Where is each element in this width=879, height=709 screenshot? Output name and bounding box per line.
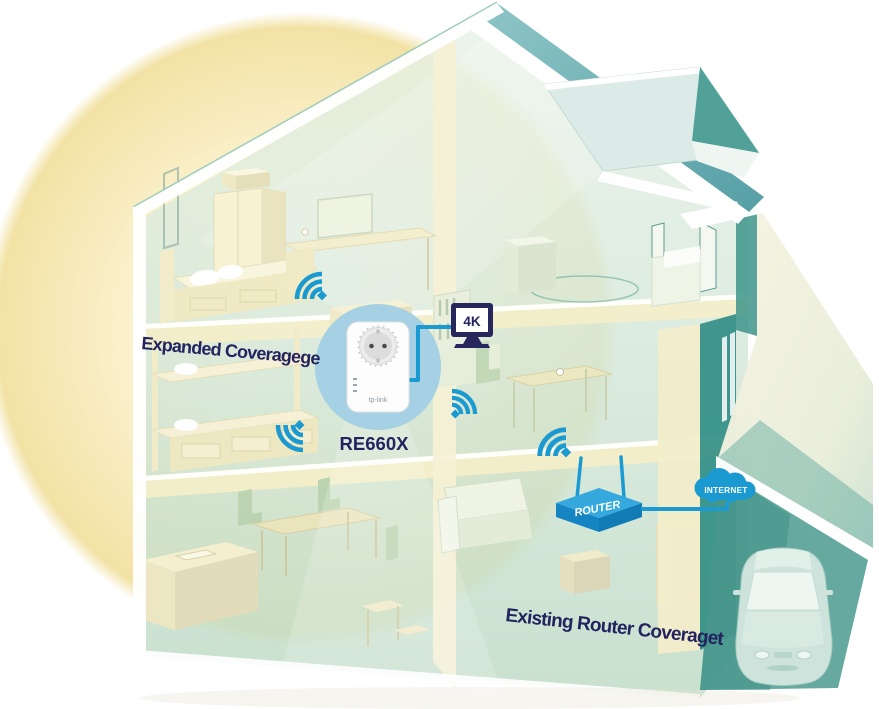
car <box>733 547 833 686</box>
router-antennas <box>575 455 626 500</box>
dormer-gable <box>692 67 759 153</box>
ground-shadow <box>140 687 800 709</box>
sink <box>174 549 218 561</box>
sofa-arm <box>437 495 461 554</box>
internet-line <box>641 502 729 511</box>
tp-link-logo: tp-link <box>369 397 388 404</box>
pillow <box>174 363 198 375</box>
kitchen-dining-furniture <box>143 477 430 646</box>
desk <box>282 227 438 253</box>
stool <box>394 625 430 635</box>
tv-4k-badge: 4K <box>463 314 481 329</box>
car-headlight <box>754 650 770 660</box>
ethernet-cable <box>409 325 452 382</box>
armchair-back <box>651 222 665 261</box>
status-leds <box>353 378 357 392</box>
router-front-left <box>556 503 599 532</box>
sofa-seat <box>452 510 532 549</box>
coffee-table <box>560 550 610 562</box>
car-mirror <box>825 590 833 595</box>
left-wall-edge <box>133 206 146 658</box>
dining-chairs <box>238 477 398 561</box>
house-base <box>138 650 700 704</box>
router-front-right <box>599 503 642 532</box>
bed-base <box>174 268 316 322</box>
dormer <box>543 66 760 212</box>
extender-model-label: RE660X <box>340 433 410 454</box>
tv-stand <box>454 344 490 348</box>
carport-fascia <box>716 456 873 562</box>
extender-beam <box>282 420 505 700</box>
socket-hole <box>382 343 387 349</box>
desk-monitor <box>317 193 373 239</box>
stool <box>362 600 404 612</box>
bedroom-furniture <box>160 166 438 324</box>
bed-headboard <box>160 248 174 324</box>
car-mirror <box>733 590 741 595</box>
cup <box>301 228 309 236</box>
pillow <box>174 419 198 431</box>
side-table <box>504 236 556 246</box>
cup <box>556 368 564 376</box>
router-device: ROUTER <box>556 455 642 532</box>
range-extender-device: tp-link <box>346 321 410 413</box>
car-grille <box>774 652 792 658</box>
car-headlight <box>796 650 812 660</box>
attic-right-furniture <box>504 221 717 307</box>
bunk-post <box>152 338 158 472</box>
car-hood <box>742 612 824 648</box>
internet-label: INTERNET <box>704 486 747 495</box>
pillow <box>190 269 220 287</box>
pillow <box>217 264 243 280</box>
storage-box <box>222 168 270 176</box>
internet-cloud-icon: INTERNET <box>694 468 756 503</box>
car-windshield <box>745 571 821 611</box>
wall-window <box>163 166 179 250</box>
socket-hole <box>369 343 374 349</box>
wing-wall <box>718 204 873 548</box>
car-roof <box>754 548 812 570</box>
roof-fascia-left <box>133 3 504 217</box>
tv-4k: 4K <box>451 303 493 348</box>
tv-screen <box>456 308 488 332</box>
